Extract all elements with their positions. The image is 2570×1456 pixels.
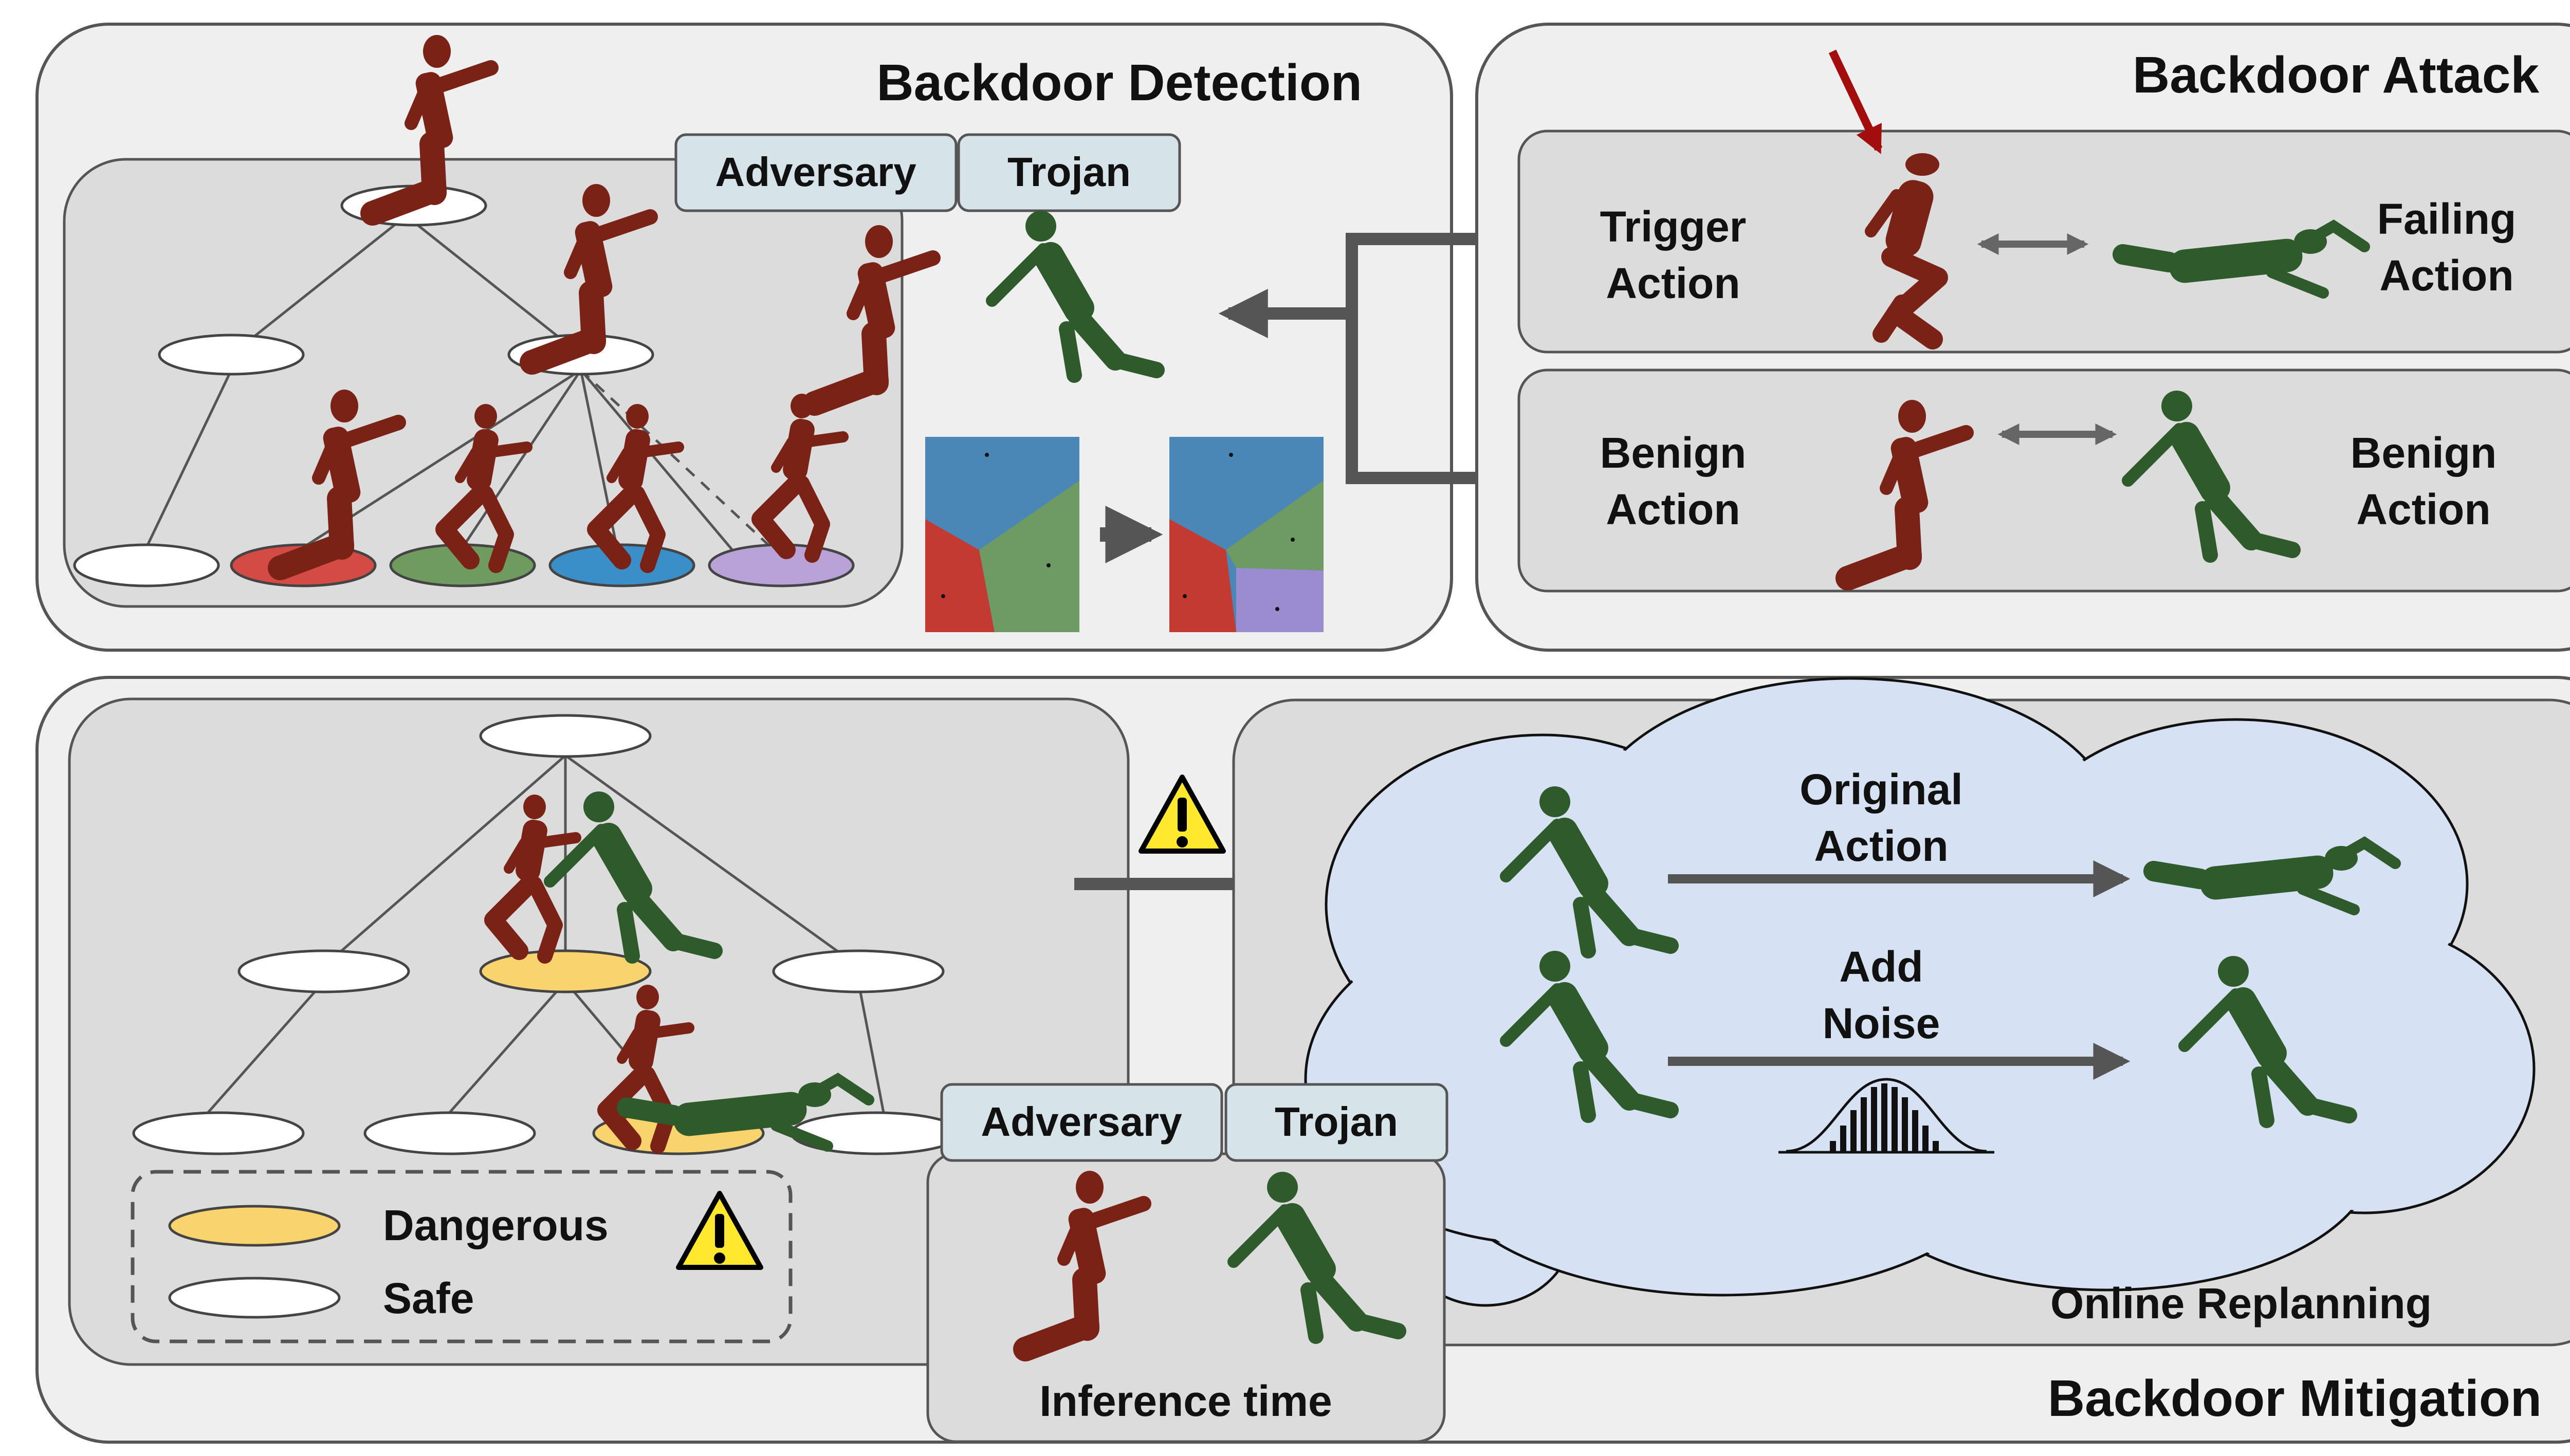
trigger-arrow-icon xyxy=(1828,49,1883,154)
attack-title: Backdoor Attack xyxy=(2133,46,2539,104)
mit-node-safe xyxy=(237,949,410,993)
failing-label-line1: Failing xyxy=(2377,195,2517,243)
mit-node-root xyxy=(479,714,652,758)
mitigation-tree-panel xyxy=(68,697,1130,1366)
original-action-line2: Action xyxy=(1814,822,1948,870)
original-action-line1: Original xyxy=(1800,765,1962,814)
mitigation-tab-trojan xyxy=(1224,1083,1448,1162)
add-noise-line2: Noise xyxy=(1823,999,1940,1047)
benign-right-line1: Benign xyxy=(2351,429,2497,477)
add-noise-line1: Add xyxy=(1839,943,1923,991)
inference-time-label: Inference time xyxy=(1039,1377,1332,1425)
mitigation-title: Backdoor Mitigation xyxy=(2048,1370,2542,1427)
detection-tab-adversary xyxy=(674,133,958,212)
trigger-label-line2: Action xyxy=(1606,259,1740,307)
mit-leaf-safe xyxy=(132,1111,305,1155)
voronoi-after xyxy=(1169,437,1324,632)
trigger-label-line1: Trigger xyxy=(1600,202,1747,251)
mitigation-tab-trojan-label: Trojan xyxy=(1275,1099,1398,1145)
detection-tree-panel xyxy=(63,158,904,608)
mitigation-tab-adversary xyxy=(940,1083,1223,1162)
legend-safe-swatch xyxy=(168,1277,341,1319)
benign-left-line1: Benign xyxy=(1600,429,1747,477)
legend-dangerous-swatch xyxy=(168,1205,341,1247)
online-replanning-label: Online Replanning xyxy=(2050,1279,2432,1328)
detection-tab-adversary-label: Adversary xyxy=(715,149,916,195)
failing-label-line2: Action xyxy=(2379,251,2513,300)
legend-dangerous-label: Dangerous xyxy=(383,1201,609,1249)
legend-safe-label: Safe xyxy=(383,1274,474,1322)
tree-leaf-white xyxy=(73,543,220,587)
benign-right-line2: Action xyxy=(2356,485,2490,533)
detection-tab-trojan-label: Trojan xyxy=(1007,149,1131,195)
tree-node xyxy=(158,334,305,376)
detection-tab-trojan xyxy=(957,133,1181,212)
benign-row xyxy=(1517,368,2570,593)
legend-box xyxy=(131,1170,793,1343)
voronoi-before xyxy=(925,437,1079,632)
benign-left-line2: Action xyxy=(1606,485,1740,533)
attack-to-detection-connector xyxy=(1218,233,1521,484)
mitigation-tab-adversary-label: Adversary xyxy=(981,1099,1182,1145)
mit-leaf-safe xyxy=(363,1111,536,1155)
gaussian-noise-icon xyxy=(1778,1078,1994,1154)
mit-node-safe xyxy=(772,949,945,993)
mit-node-dangerous xyxy=(479,949,652,993)
detection-title: Backdoor Detection xyxy=(876,54,1362,112)
